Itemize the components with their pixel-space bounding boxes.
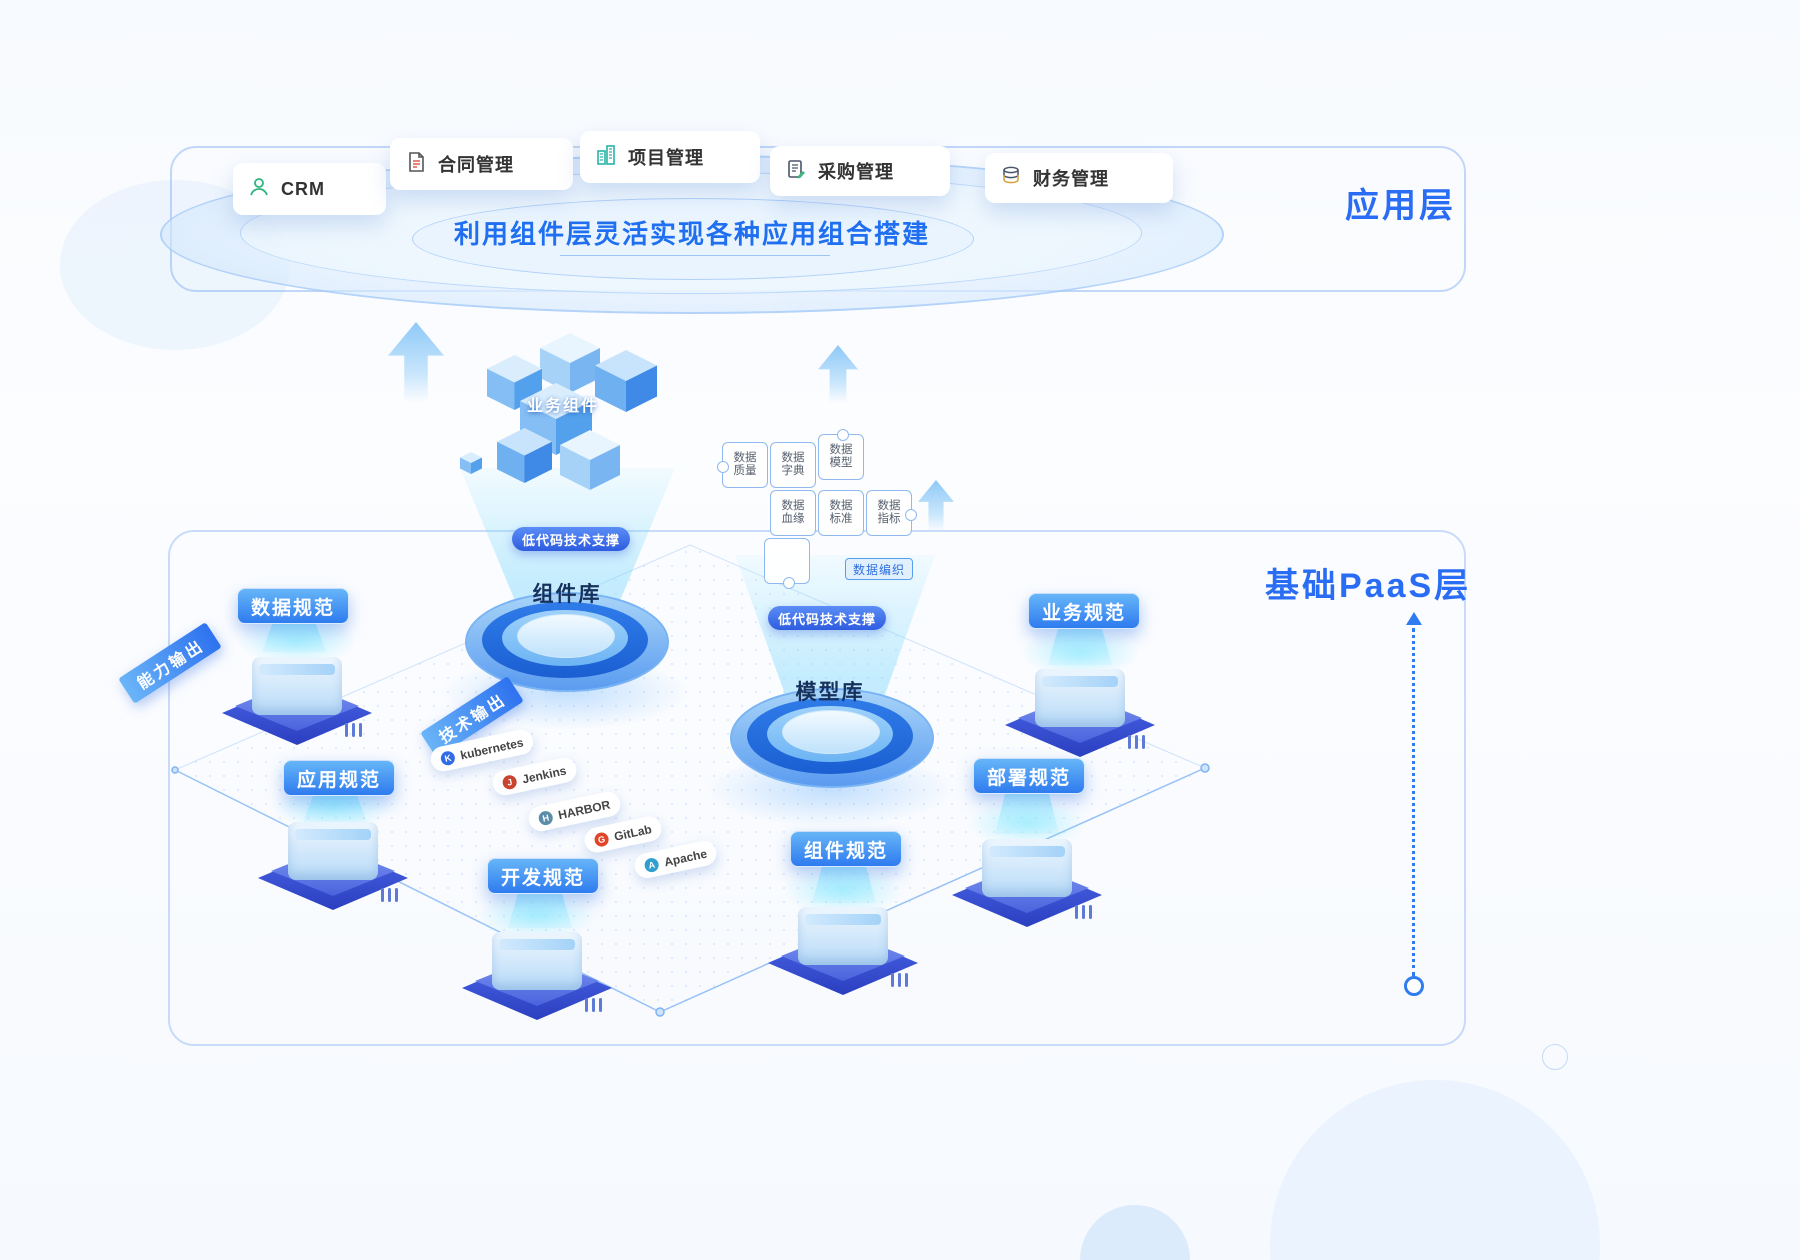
pill-app-spec: 应用规范 xyxy=(283,760,395,796)
component-library-label: 组件库 xyxy=(532,583,602,606)
project-building-icon xyxy=(594,143,618,172)
apache-icon: A xyxy=(643,856,660,873)
puzzle-data-dictionary: 数据字典 xyxy=(770,442,816,488)
puzzle-data-standard: 数据标准 xyxy=(818,490,864,536)
card-procurement-label: 采购管理 xyxy=(818,162,894,182)
puzzle-data-lineage: 数据血缘 xyxy=(770,490,816,536)
crm-user-icon xyxy=(247,175,271,204)
puzzle-blank xyxy=(764,538,810,589)
deco-circle xyxy=(1542,1044,1568,1070)
cube xyxy=(595,350,657,412)
contract-document-icon xyxy=(404,150,428,179)
cube xyxy=(487,355,542,410)
model-library-top xyxy=(782,710,880,754)
card-contract: 合同管理 xyxy=(390,138,573,190)
model-library-label: 模型库 xyxy=(795,681,865,704)
pill-data-spec: 数据规范 xyxy=(237,588,349,624)
tech-badge-label: GitLab xyxy=(612,821,653,844)
tech-badge-label: Apache xyxy=(662,846,709,869)
server-deploy-spec xyxy=(952,798,1102,927)
pill-biz-spec: 业务规范 xyxy=(1028,593,1140,629)
data-fabric-badge: 数据编织 xyxy=(845,558,913,580)
business-components-label: 业务组件 xyxy=(526,398,599,415)
tech-badge-label: Jenkins xyxy=(520,762,568,786)
app-layer-headline: 利用组件层灵活实现各种应用组合搭建 xyxy=(453,219,930,249)
pill-comp-spec: 组件规范 xyxy=(790,831,902,867)
card-finance: 财务管理 xyxy=(985,153,1173,203)
server-dev-spec xyxy=(462,891,612,1020)
jenkins-icon: J xyxy=(501,773,518,791)
app-layer-title: 应用层 xyxy=(1345,187,1456,225)
paas-layer-panel xyxy=(168,530,1466,1046)
guide-arrow-up-icon xyxy=(1406,612,1422,625)
server-biz-spec xyxy=(1005,628,1155,757)
lowcode-support-pill-left: 低代码技术支撑 xyxy=(512,527,630,551)
tech-badge-label: HARBOR xyxy=(556,797,612,822)
pill-dev-spec: 开发规范 xyxy=(487,858,599,894)
gitlab-icon: G xyxy=(593,830,610,848)
headline-underline xyxy=(560,255,830,256)
cube-small xyxy=(460,452,482,474)
guide-end-circle-icon xyxy=(1404,976,1424,996)
card-finance-label: 财务管理 xyxy=(1033,169,1109,189)
card-procurement: 采购管理 xyxy=(770,146,950,196)
component-library-top xyxy=(517,614,615,658)
cube xyxy=(560,430,620,490)
harbor-icon: H xyxy=(537,809,554,826)
card-crm-label: CRM xyxy=(281,178,325,199)
guide-dotted-line xyxy=(1412,628,1415,976)
app-layer-platform-inner xyxy=(412,198,974,280)
card-project: 项目管理 xyxy=(580,131,760,183)
server-comp-spec xyxy=(768,866,918,995)
finance-coins-icon xyxy=(999,164,1023,193)
puzzle-data-metric: 数据指标 xyxy=(866,490,917,536)
card-contract-label: 合同管理 xyxy=(438,155,514,175)
cube xyxy=(497,428,552,483)
lowcode-support-pill-right: 低代码技术支撑 xyxy=(768,606,886,630)
card-crm: CRM xyxy=(233,163,386,215)
puzzle-data-quality: 数据质量 xyxy=(717,442,768,488)
puzzle-data-model: 数据模型 xyxy=(818,429,864,480)
pill-deploy-spec: 部署规范 xyxy=(973,758,1085,794)
paas-layer-title: 基础PaaS层 xyxy=(1265,567,1472,605)
procurement-clipboard-icon xyxy=(784,157,808,186)
server-app-spec xyxy=(258,781,408,910)
server-data-spec xyxy=(222,616,372,745)
kubernetes-icon: K xyxy=(439,749,457,767)
card-project-label: 项目管理 xyxy=(628,148,704,168)
